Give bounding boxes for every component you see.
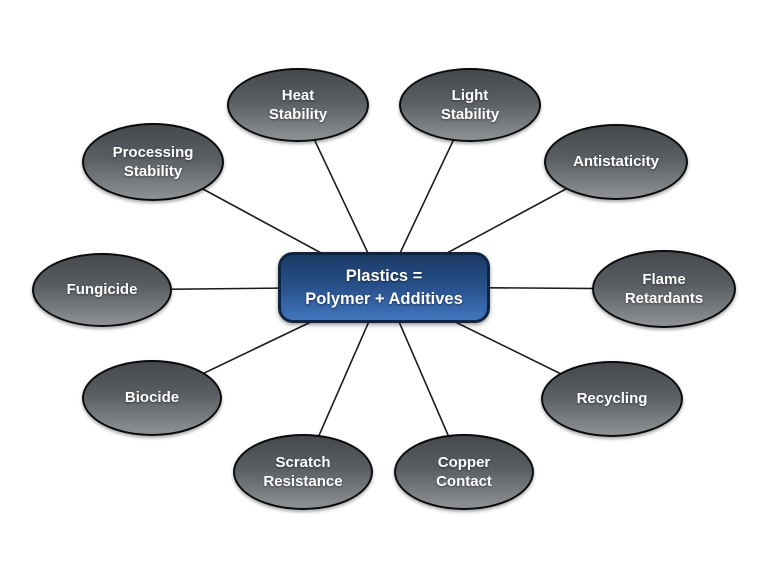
node-processing-stability: Processing Stability: [82, 123, 224, 201]
node-heat-stability-label: Heat Stability: [268, 86, 328, 124]
node-recycling: Recycling: [541, 361, 683, 437]
node-recycling-label: Recycling: [576, 390, 648, 408]
node-fungicide-label: Fungicide: [66, 281, 138, 299]
node-biocide: Biocide: [82, 360, 222, 436]
node-scratch-resistance-label: Scratch Resistance: [263, 453, 343, 491]
node-antistaticity-label: Antistaticity: [573, 153, 659, 171]
node-scratch-resistance: Scratch Resistance: [233, 434, 373, 510]
node-processing-stability-label: Processing Stability: [112, 143, 194, 181]
node-fungicide: Fungicide: [32, 253, 172, 327]
node-flame-retardants: Flame Retardants: [592, 250, 736, 328]
node-biocide-label: Biocide: [124, 389, 180, 407]
node-copper-contact: Copper Contact: [394, 434, 534, 510]
center-node-title-line2: Polymer + Additives: [305, 289, 463, 308]
node-light-stability: Light Stability: [399, 68, 541, 142]
center-node-title-line1: Plastics =: [345, 267, 423, 286]
center-node-plastics: Plastics = Polymer + Additives: [278, 252, 490, 323]
node-flame-retardants-label: Flame Retardants: [624, 270, 704, 308]
node-heat-stability: Heat Stability: [227, 68, 369, 142]
node-antistaticity: Antistaticity: [544, 124, 688, 200]
node-copper-contact-label: Copper Contact: [436, 453, 492, 491]
node-light-stability-label: Light Stability: [440, 86, 500, 124]
